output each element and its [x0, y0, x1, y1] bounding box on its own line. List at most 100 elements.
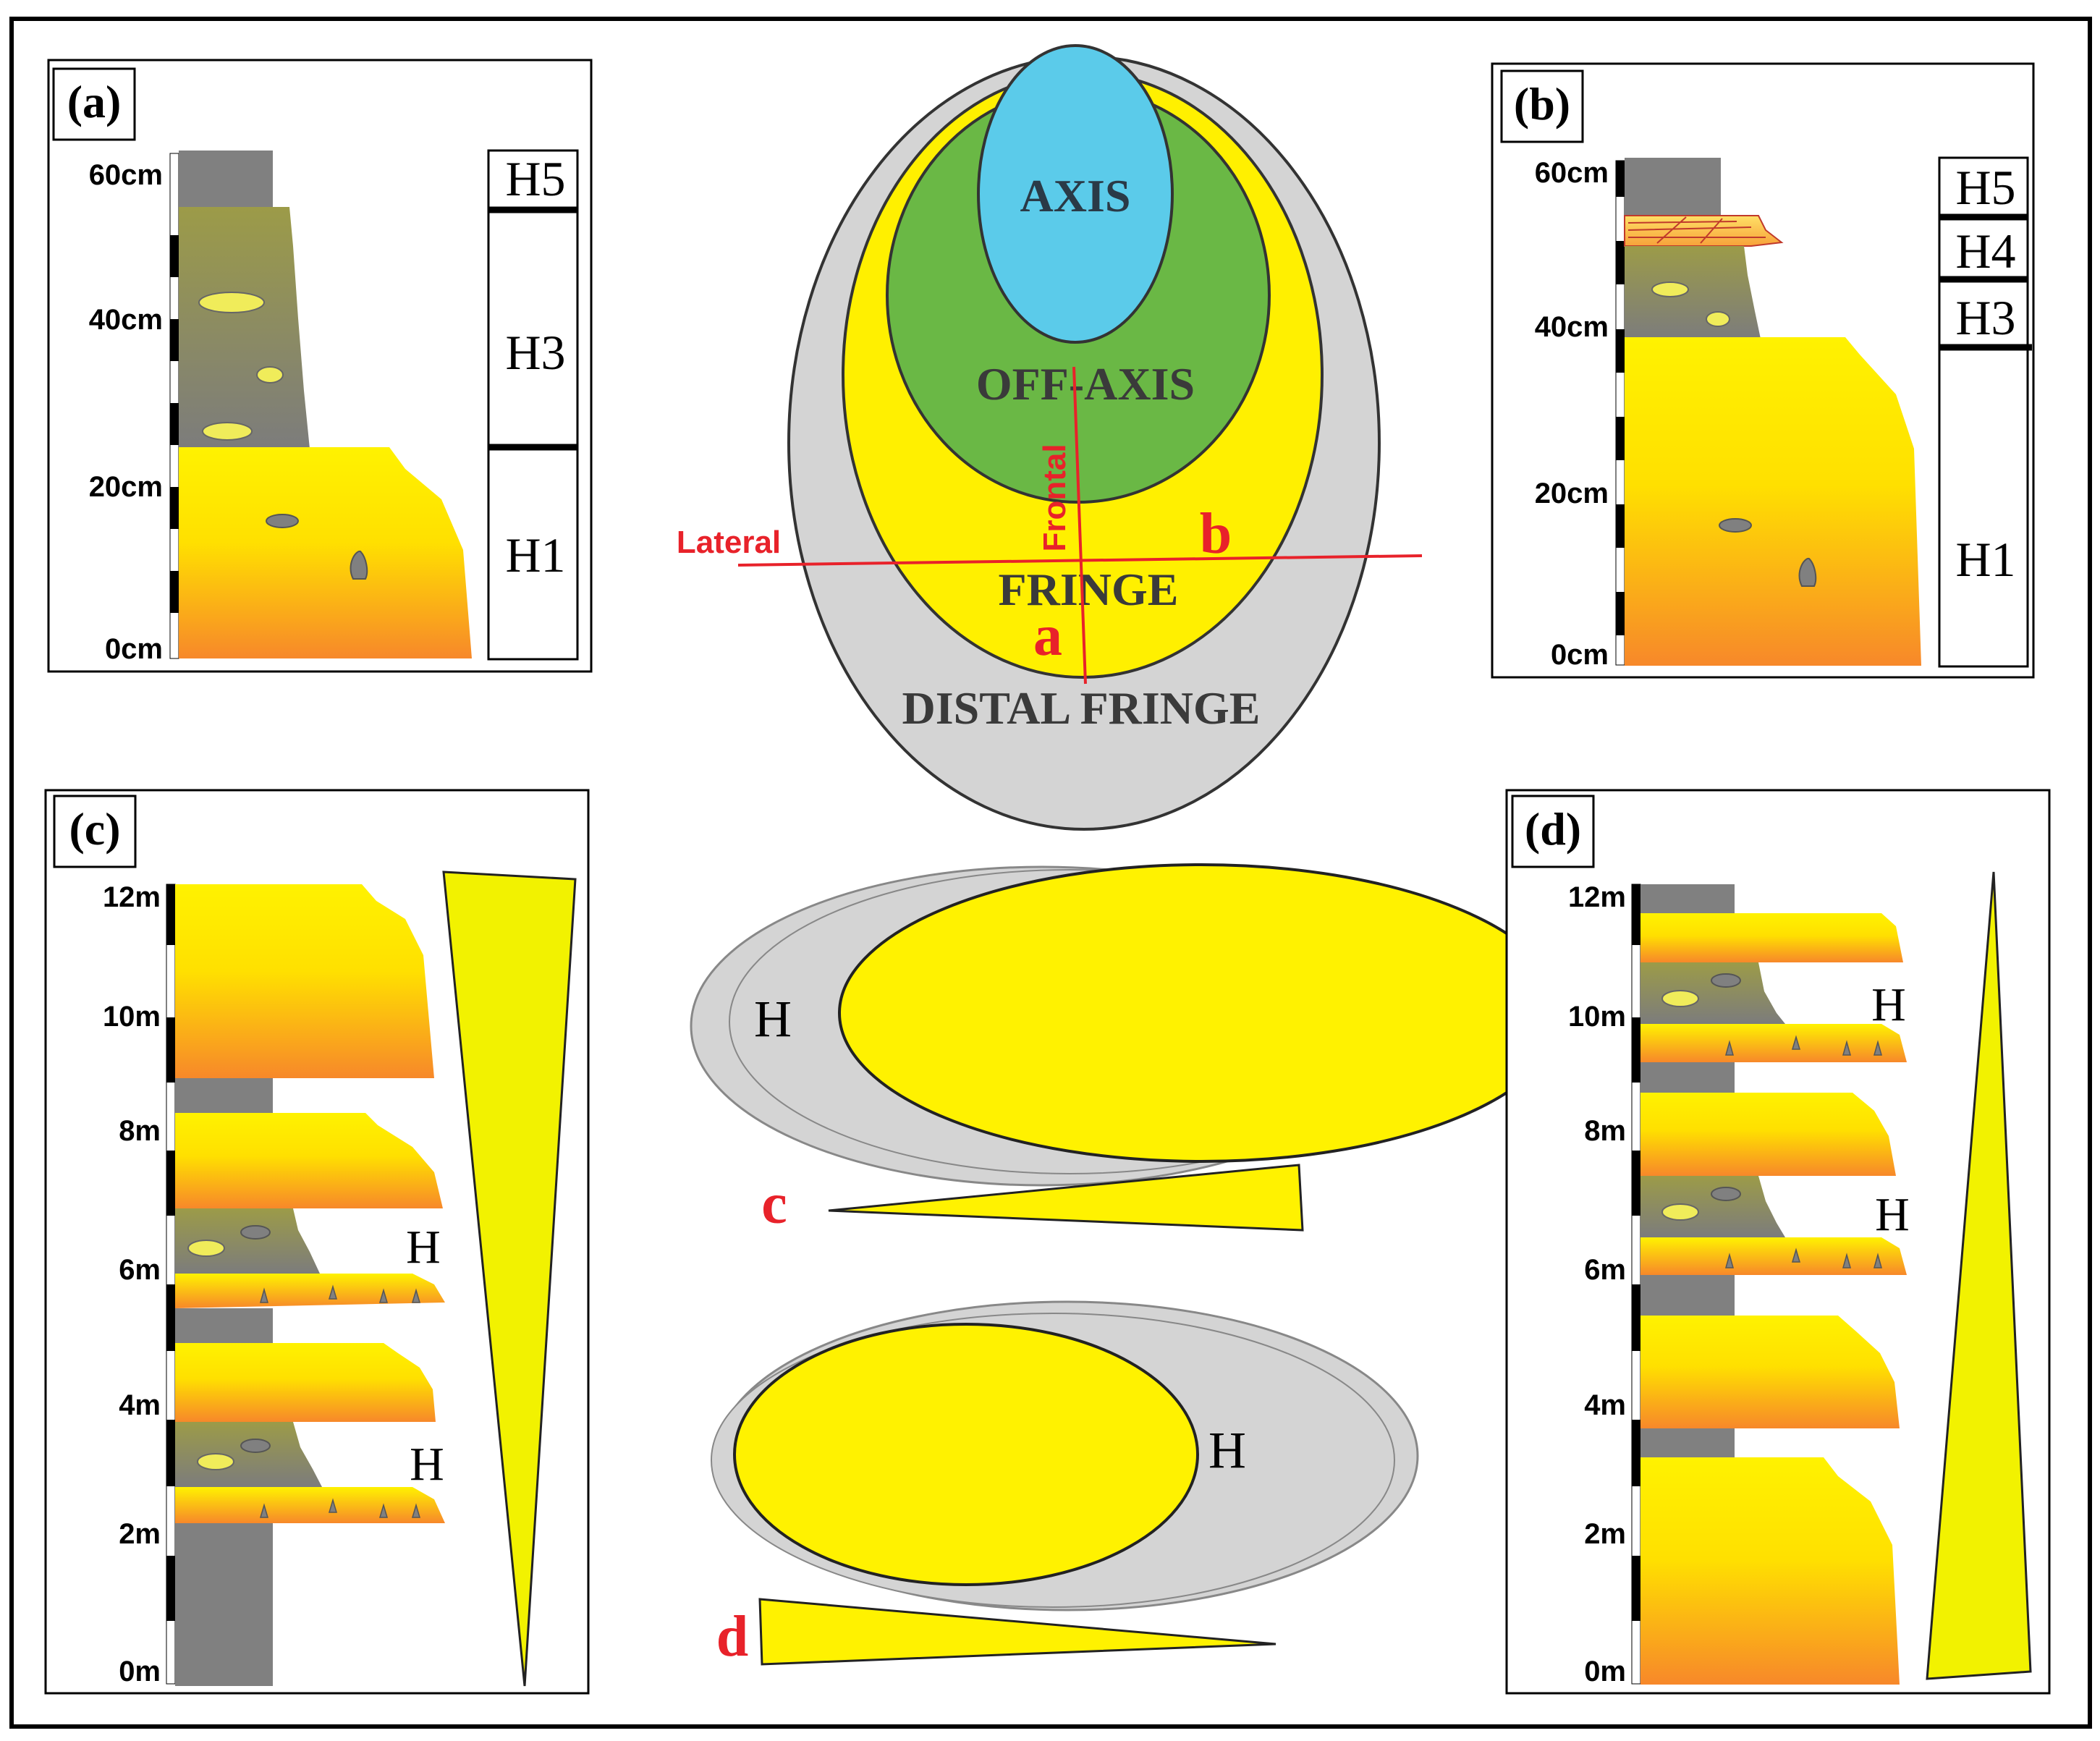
scale-label-0m: 0m	[119, 1656, 161, 1687]
panel-d-label-box	[1511, 795, 1595, 868]
mudstone-bed	[175, 1523, 273, 1686]
sandstone-bed	[1640, 1316, 1900, 1428]
sandstone-bed	[175, 884, 434, 1078]
division-column	[1938, 156, 2029, 668]
hybrid-mark: H	[1208, 1421, 1246, 1479]
scale-segment	[170, 235, 179, 277]
sandstone-bed	[1640, 1024, 1907, 1062]
frontal-line	[1072, 366, 1087, 685]
scale-bar	[1615, 160, 1625, 666]
mud-clast	[259, 1498, 421, 1518]
mud-clast	[1711, 973, 1741, 988]
mud-clast	[1798, 557, 1817, 587]
mud-clast	[1725, 1247, 1882, 1268]
panel-a-label: (a)	[67, 76, 122, 127]
panel-b: (b) 60cm 40cm 20cm 0cm H5 H4 H3 H1	[1491, 62, 2035, 679]
scale-label-6m: 6m	[119, 1254, 161, 1286]
sand-body	[733, 1323, 1199, 1586]
clast	[187, 1240, 225, 1257]
scale-segment	[1632, 1420, 1640, 1486]
hybrid-mark: H	[410, 1438, 444, 1491]
division-h3: H3	[1955, 290, 2015, 345]
thickening-upward-wedge	[1926, 871, 2032, 1680]
stacking-pattern-c: H c	[690, 863, 1565, 1236]
scale-label-2m: 2m	[1584, 1518, 1626, 1550]
hybrid-mark: H	[1875, 1188, 1910, 1241]
scale-label-12m: 12m	[103, 881, 161, 913]
hybrid-bed	[1640, 962, 1785, 1024]
panel-d-label: (d)	[1525, 803, 1581, 855]
panel-c-label-box	[53, 795, 137, 868]
scale-label-0m: 0m	[1584, 1656, 1626, 1687]
scale-label-8m: 8m	[119, 1115, 161, 1147]
frontal-label: Frontal	[1037, 444, 1072, 551]
hybrid-mark: H	[1871, 978, 1906, 1031]
clast	[197, 1453, 234, 1470]
mudstone-bed	[1625, 158, 1721, 216]
scale-label-10m: 10m	[103, 1001, 161, 1033]
pattern-c-label: c	[761, 1172, 787, 1236]
scale-segment	[1616, 241, 1625, 284]
sandstone-bed	[175, 1487, 445, 1523]
sandstone-bed	[1640, 913, 1903, 962]
sandstone-bed	[179, 447, 472, 658]
mud-clast	[240, 1439, 271, 1453]
clast	[202, 422, 253, 441]
hybrid-bed	[1640, 1176, 1785, 1237]
mudstone-bed	[179, 151, 273, 207]
scale-segment	[166, 1151, 175, 1216]
mudstone-bed	[1640, 1428, 1735, 1457]
division-h5: H5	[505, 151, 565, 206]
thickness-wedge	[828, 1164, 1304, 1232]
scale-label-0cm: 0cm	[105, 633, 163, 665]
panel-a-label-box	[52, 67, 136, 141]
scale-segment	[1616, 592, 1625, 635]
sand-body	[838, 863, 1565, 1163]
hybrid-bed	[1625, 246, 1761, 339]
scale-label-60cm: 60cm	[1535, 157, 1609, 189]
mudstone-bed	[1640, 884, 1735, 913]
point-b-label: b	[1200, 502, 1232, 566]
panel-c: (c) 12m 10m 8m 6m 4m 2m 0m H	[44, 789, 590, 1695]
clast	[1651, 281, 1689, 297]
mudstone-bed	[1640, 1062, 1735, 1093]
mud-clast	[260, 1284, 421, 1303]
scale-segment	[1632, 1151, 1640, 1216]
panel-a: (a) 60cm 40cm 20cm 0cm H5 H3 H1	[47, 59, 593, 673]
scale-segment	[170, 403, 179, 445]
scale-label-60cm: 60cm	[89, 159, 163, 191]
panel-d: (d) 12m 10m 8m 6m 4m 2m 0m H	[1505, 789, 2051, 1695]
lobe-diagram: AXIS OFF-AXIS FRINGE DISTAL FRINGE Later…	[677, 44, 1423, 831]
sandstone-bed	[175, 1113, 443, 1208]
scale-label-8m: 8m	[1584, 1115, 1626, 1147]
scale-label-4m: 4m	[1584, 1389, 1626, 1421]
scale-label-4m: 4m	[119, 1389, 161, 1421]
scale-segment	[1632, 1017, 1640, 1083]
scale-segment	[1616, 504, 1625, 548]
hybrid-bed	[175, 1208, 320, 1274]
zone-label-fringe: FRINGE	[999, 564, 1179, 615]
thinning-upward-wedge	[442, 870, 577, 1687]
scale-segment	[1632, 1284, 1640, 1351]
scale-segment	[170, 487, 179, 529]
clast	[1661, 990, 1699, 1007]
zone-label-off-axis: OFF-AXIS	[976, 358, 1195, 410]
scale-label-6m: 6m	[1584, 1254, 1626, 1286]
zone-label-axis: AXIS	[1020, 170, 1131, 221]
scale-segment	[1616, 161, 1625, 197]
clast	[198, 292, 265, 313]
scale-segment	[1632, 1556, 1640, 1621]
stacking-pattern-d: H d	[711, 1300, 1419, 1669]
division-h5: H5	[1955, 160, 2015, 215]
mud-clast	[350, 550, 368, 580]
hybrid-bed	[175, 1422, 322, 1487]
scale-segment	[166, 1017, 175, 1083]
sandstone-bed	[1625, 337, 1921, 666]
panel-b-label: (b)	[1514, 78, 1570, 130]
scale-label-2m: 2m	[119, 1518, 161, 1550]
division-h4: H4	[1955, 224, 2015, 279]
mudstone-bed	[1640, 1275, 1735, 1316]
scale-label-12m: 12m	[1568, 881, 1626, 913]
hybrid-mark: H	[754, 990, 792, 1048]
